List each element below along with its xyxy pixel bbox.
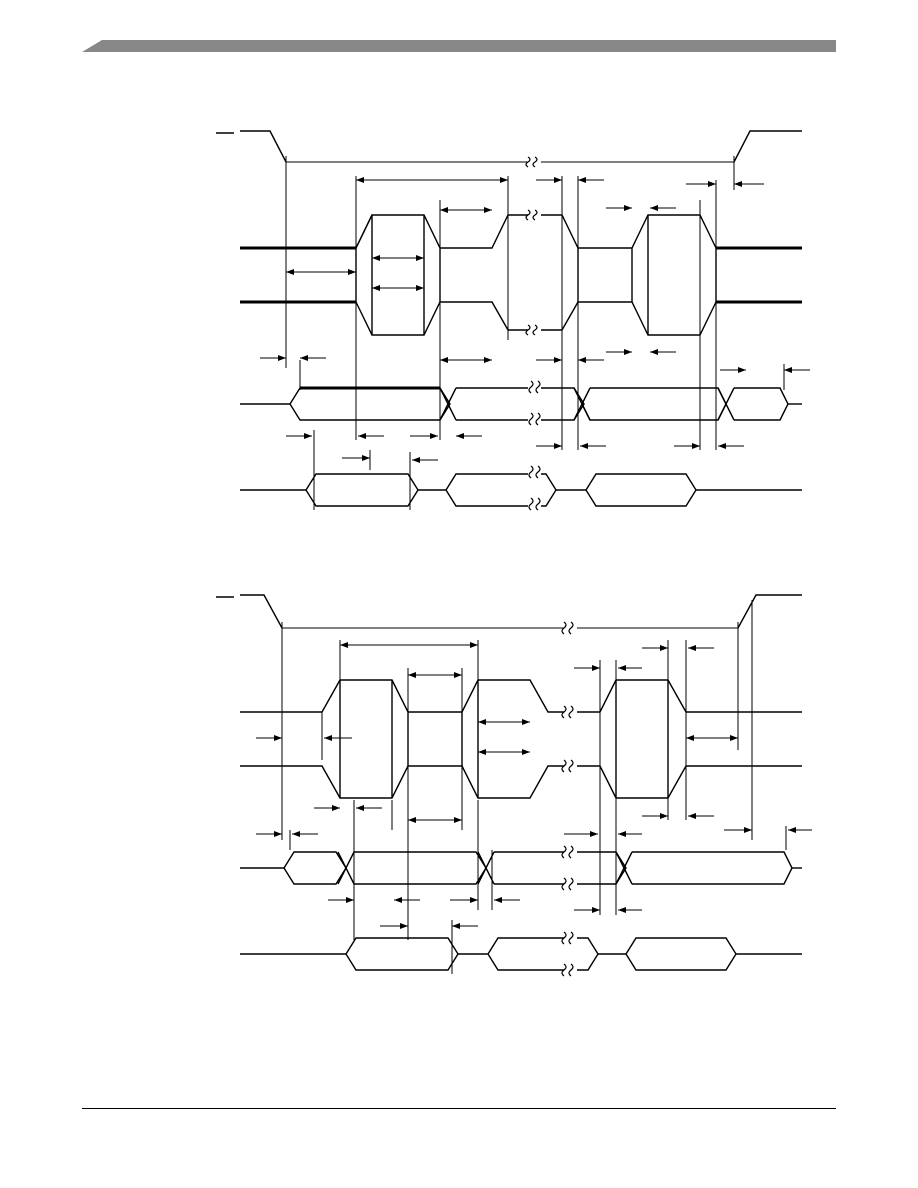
signal-2-waveform	[240, 679, 802, 799]
cycle-time-dimension	[285, 156, 735, 368]
timing-arrows	[256, 642, 812, 929]
reference-lines	[289, 640, 787, 940]
reference-lines	[299, 176, 785, 450]
timing-diagram-1	[216, 130, 810, 511]
cycle-time-dimension	[281, 600, 753, 840]
data-bus-1	[240, 380, 802, 426]
page-header-bar	[82, 40, 836, 52]
timing-diagram-2	[216, 594, 812, 977]
signal-1-waveform	[216, 130, 802, 163]
timing-arrows	[260, 177, 810, 463]
header-bar-shape	[82, 40, 836, 52]
data-bus-2	[240, 920, 802, 977]
signal-1-waveform	[216, 594, 802, 629]
page-footer-rule	[82, 1108, 836, 1109]
data-bus-1	[240, 845, 802, 891]
data-bus-2	[240, 430, 802, 511]
